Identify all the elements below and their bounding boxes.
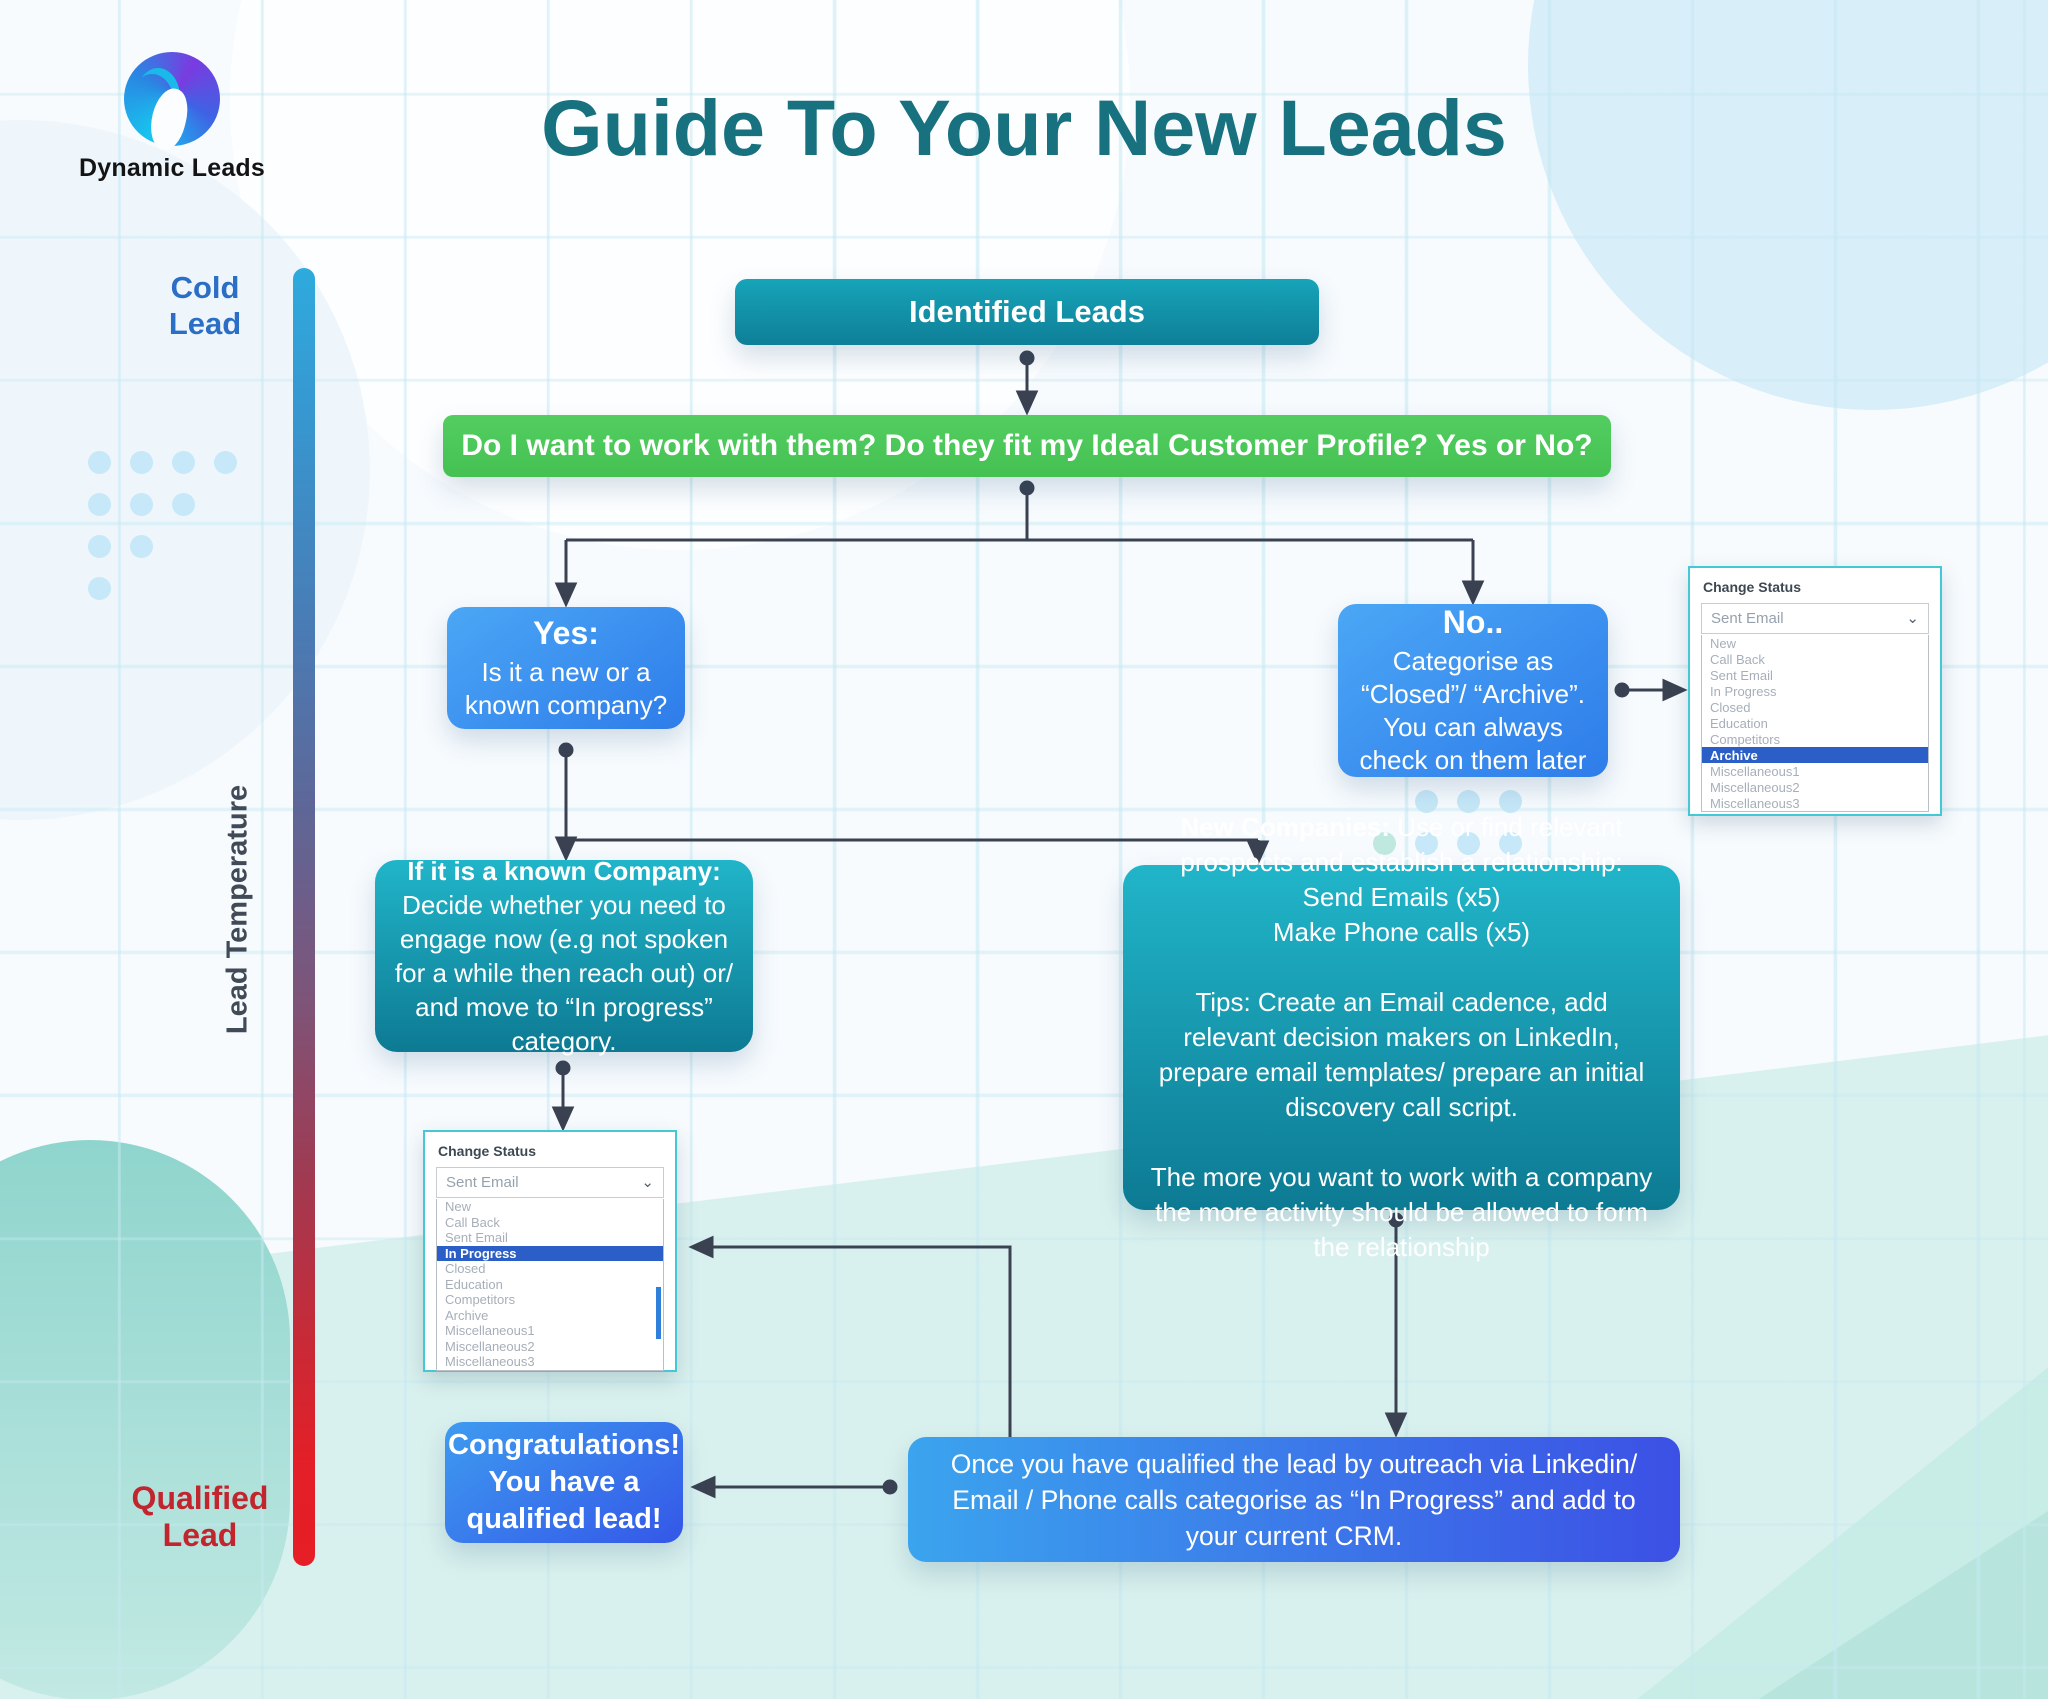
status-option-competitors[interactable]: Competitors <box>1710 731 1781 747</box>
new-companies-title: New Companies: <box>1180 812 1390 842</box>
status-option-in-progress[interactable]: In Progress <box>437 1245 663 1261</box>
status-option-call-back[interactable]: Call Back <box>1710 651 1765 667</box>
status-option-call-back[interactable]: Call Back <box>445 1214 500 1230</box>
status-option-new[interactable]: New <box>1710 635 1737 651</box>
status-option-closed[interactable]: Closed <box>1710 699 1751 715</box>
chevron-down-icon: ⌄ <box>1906 609 1919 627</box>
known-company-body: Decide whether you need to engage now (e… <box>394 890 734 1056</box>
no-node: No.. Categorise as “Closed”/ “Archive”. … <box>1338 604 1608 777</box>
identified-leads-node: Identified Leads <box>735 279 1319 345</box>
status-option-education[interactable]: Education <box>1710 715 1768 731</box>
status-option-new[interactable]: New <box>445 1199 472 1215</box>
status-option-education[interactable]: Education <box>445 1276 503 1292</box>
no-node-title: No.. <box>1442 604 1504 640</box>
no-node-body: Categorise as “Closed”/ “Archive”. You c… <box>1359 646 1587 775</box>
status-option-miscellaneous2[interactable]: Miscellaneous2 <box>445 1338 535 1354</box>
status-option-miscellaneous3[interactable]: Miscellaneous3 <box>1710 795 1800 811</box>
new-companies-node: New Companies: Use or find relevant pros… <box>1123 812 1680 1262</box>
decorative-mint-blob <box>0 1140 290 1699</box>
status-option-archive[interactable]: Archive <box>1702 747 1928 763</box>
status-select[interactable]: Sent Email ⌄ <box>436 1167 664 1198</box>
status-option-miscellaneous3[interactable]: Miscellaneous3 <box>445 1354 535 1370</box>
scrollbar-thumb[interactable] <box>656 1287 661 1339</box>
connector-no-to-dropdown <box>1614 678 1688 702</box>
status-option-archive[interactable]: Archive <box>445 1307 489 1323</box>
yes-node-title: Yes: <box>533 614 599 651</box>
status-option-closed[interactable]: Closed <box>445 1261 486 1277</box>
yes-node-body: Is it a new or a known company? <box>464 656 668 720</box>
status-select-value: Sent Email <box>446 1174 519 1191</box>
known-company-text: If it is a known Company: Decide whether… <box>393 854 735 1058</box>
known-company-node: If it is a known Company: Decide whether… <box>375 856 753 1056</box>
status-option-sent-email[interactable]: Sent Email <box>1710 667 1773 683</box>
chevron-down-icon: ⌄ <box>641 1173 654 1191</box>
lead-temperature-axis-label: Lead Temperature <box>221 784 254 1035</box>
new-companies-note: The more you want to work with a company… <box>1150 1162 1653 1262</box>
new-companies-actions: Send Emails (x5)Make Phone calls (x5) <box>1272 882 1531 947</box>
new-companies-intro: New Companies: Use or find relevant pros… <box>1149 810 1654 950</box>
status-select[interactable]: Sent Email ⌄ <box>1701 603 1929 634</box>
change-status-label: Change Status <box>438 1143 537 1159</box>
crm-node: Once you have qualified the lead by outr… <box>908 1437 1680 1562</box>
status-option-competitors[interactable]: Competitors <box>445 1292 516 1308</box>
decision-node: Do I want to work with them? Do they fit… <box>443 415 1611 477</box>
known-company-title: If it is a known Company: <box>407 856 721 886</box>
page-title: Guide To Your New Leads <box>541 83 1507 172</box>
yes-node: Yes: Is it a new or a known company? <box>447 607 685 729</box>
status-option-miscellaneous1[interactable]: Miscellaneous1 <box>1710 763 1800 779</box>
change-status-label: Change Status <box>1703 579 1802 595</box>
status-option-miscellaneous2[interactable]: Miscellaneous2 <box>1710 779 1800 795</box>
status-option-in-progress[interactable]: In Progress <box>1710 683 1777 699</box>
connector-known-to-dropdown <box>551 1060 575 1132</box>
status-select-value: Sent Email <box>1711 610 1784 627</box>
lead-temperature-bar <box>293 268 315 1566</box>
status-option-miscellaneous1[interactable]: Miscellaneous1 <box>445 1323 535 1339</box>
status-option-sent-email[interactable]: Sent Email <box>445 1230 508 1246</box>
new-companies-tips: Tips: Create an Email cadence, add relev… <box>1158 987 1645 1122</box>
decorative-circle-top-right <box>1528 0 2048 410</box>
